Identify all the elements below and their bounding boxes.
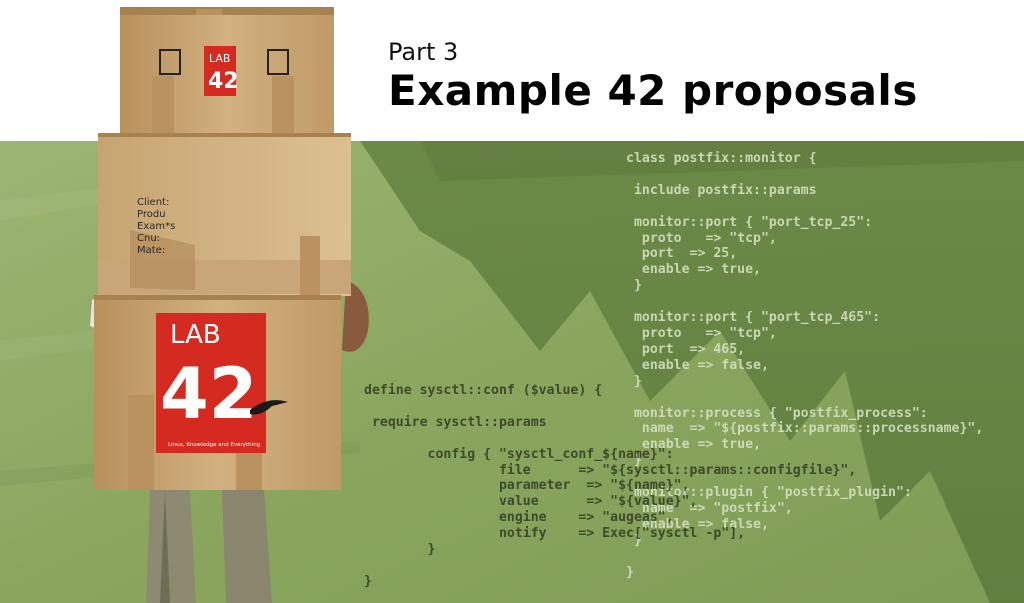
code-block-sysctl-conf: define sysctl::conf ($value) { require s… [364,383,856,590]
code-line: } [626,564,634,580]
code-line: file => "${sysctl::params::configfile}", [364,462,857,478]
box-label-line: Exam*s [137,221,175,232]
code-line: config { "sysctl_conf_${name}": [364,446,674,462]
code-line: } [364,573,372,589]
lab42-logo-tagline: Linux, Knowledge and Everything [168,442,260,448]
code-line: include postfix::params [626,182,817,198]
bird-icon [250,400,288,415]
code-line: define sysctl::conf ($value) { [364,383,603,398]
code-line: parameter => "${name}", [364,478,690,494]
boxes-photo: LAB 42 Client: Produ Exam*s Cnu: Mate: L… [90,7,369,603]
box-label-line: Client: [137,197,169,208]
code-line: enable => false, [626,357,769,373]
code-line: proto => "tcp", [626,230,777,246]
box-label-line: Produ [137,209,166,220]
code-line: } [626,278,642,294]
code-line: notify => Exec["sysctl -p"], [364,526,746,542]
code-block-postfix-monitor: class postfix::monitor { include postfix… [626,151,983,580]
slide-title: Example 42 proposals [388,66,918,115]
part-label: Part 3 [388,38,459,66]
code-line: enable => true, [626,262,761,278]
box-logo-number: 42 [208,69,239,94]
code-line: monitor::port { "port_tcp_465": [626,310,881,326]
code-line: class postfix::monitor { [626,151,817,166]
code-line: } [364,542,436,558]
box-logo-text: LAB [209,52,230,65]
lab42-logo-text: LAB [170,320,221,350]
code-line: enable => true, [626,437,761,453]
code-line: } [626,373,642,389]
code-line: engine => "augeas", [364,510,674,526]
box-label-line: Mate: [137,245,165,256]
code-line: monitor::plugin { "postfix_plugin": [626,485,912,501]
code-line: monitor::process { "postfix_process": [626,405,928,421]
code-line: proto => "tcp", [626,325,777,341]
box-label-line: Cnu: [137,233,160,244]
code-line: enable => false, [626,516,769,532]
code-line: require sysctl::params [364,414,547,430]
code-line: value => "${value}", [364,494,698,510]
code-line: port => 465, [626,341,746,357]
code-line: monitor::port { "port_tcp_25": [626,214,873,230]
lab42-logo [156,313,266,453]
code-line: } [626,453,642,469]
lab42-logo-number: 42 [160,353,257,435]
code-line: name => "${postfix::params::processname}… [626,421,984,437]
code-line: name => "postfix", [626,500,793,516]
code-line: } [626,532,642,548]
code-line: port => 25, [626,246,738,262]
